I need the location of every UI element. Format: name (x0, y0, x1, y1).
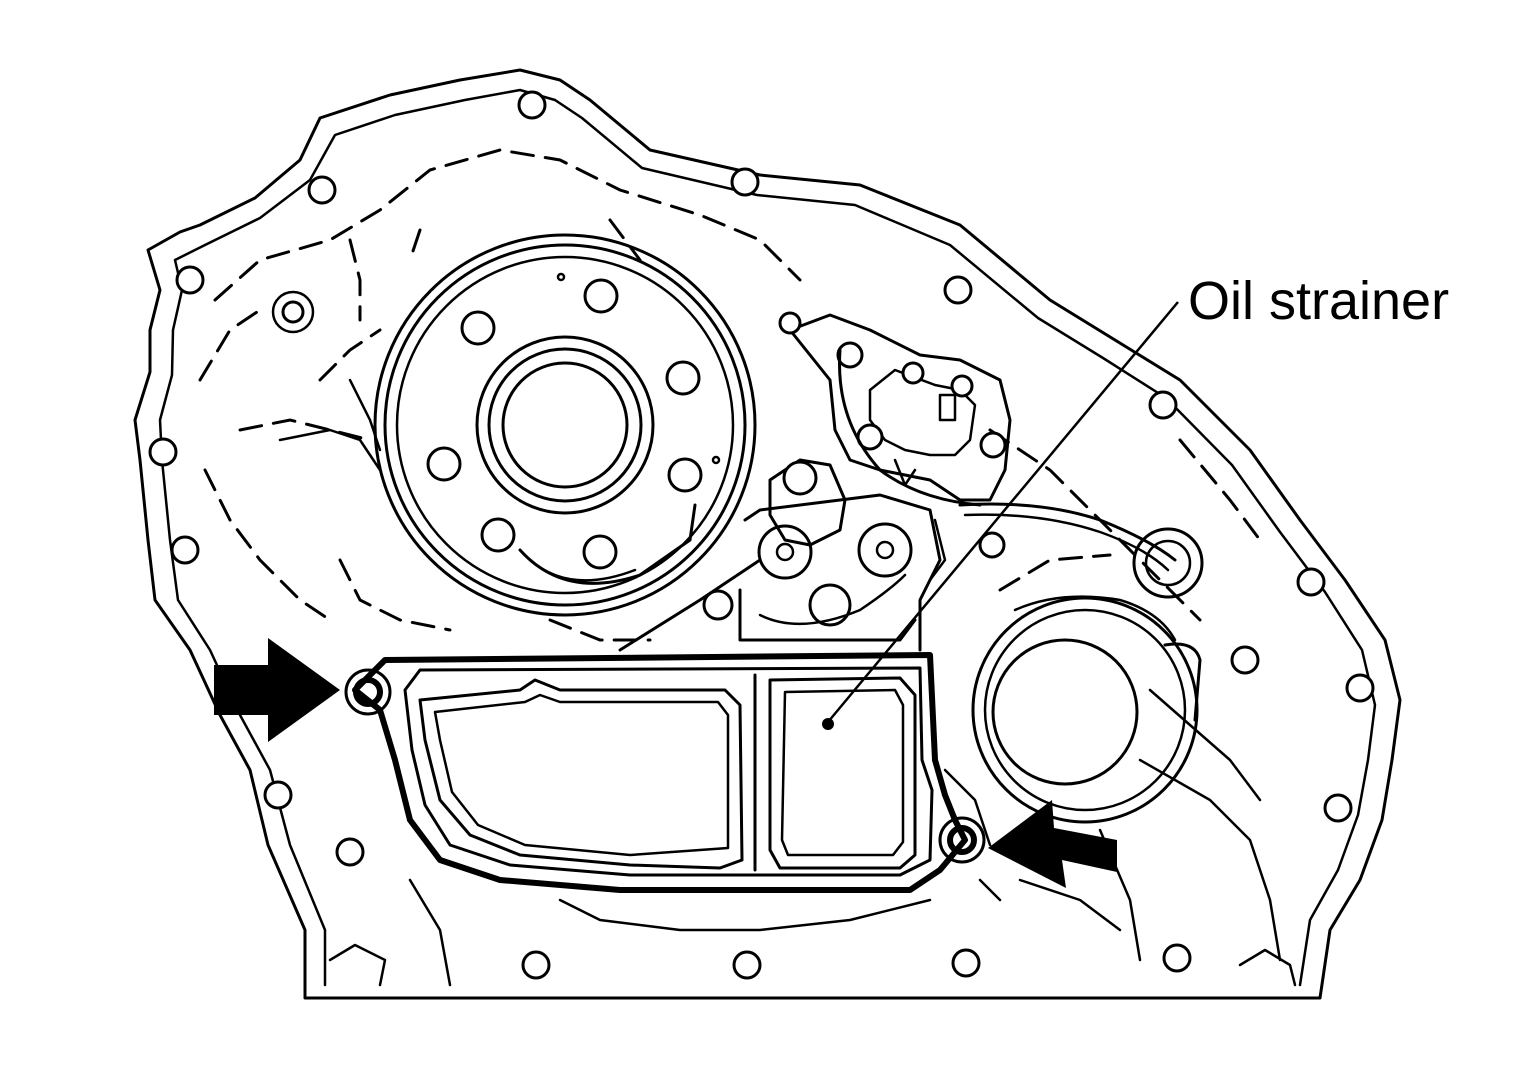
bolt-indicator-arrows (214, 638, 1117, 888)
housing-outline (133, 68, 1402, 1000)
right-arrow-icon (988, 800, 1117, 888)
valve-body (618, 311, 1204, 652)
oil-strainer (344, 652, 1002, 902)
output-bore (971, 595, 1202, 824)
callout-leader (822, 301, 1179, 730)
perimeter-bolt-holes (148, 90, 1375, 980)
oil-strainer-label: Oil strainer (1188, 271, 1450, 331)
casting-ribs (198, 148, 1297, 987)
clutch-drum (373, 233, 757, 617)
left-arrow-icon (214, 638, 340, 742)
